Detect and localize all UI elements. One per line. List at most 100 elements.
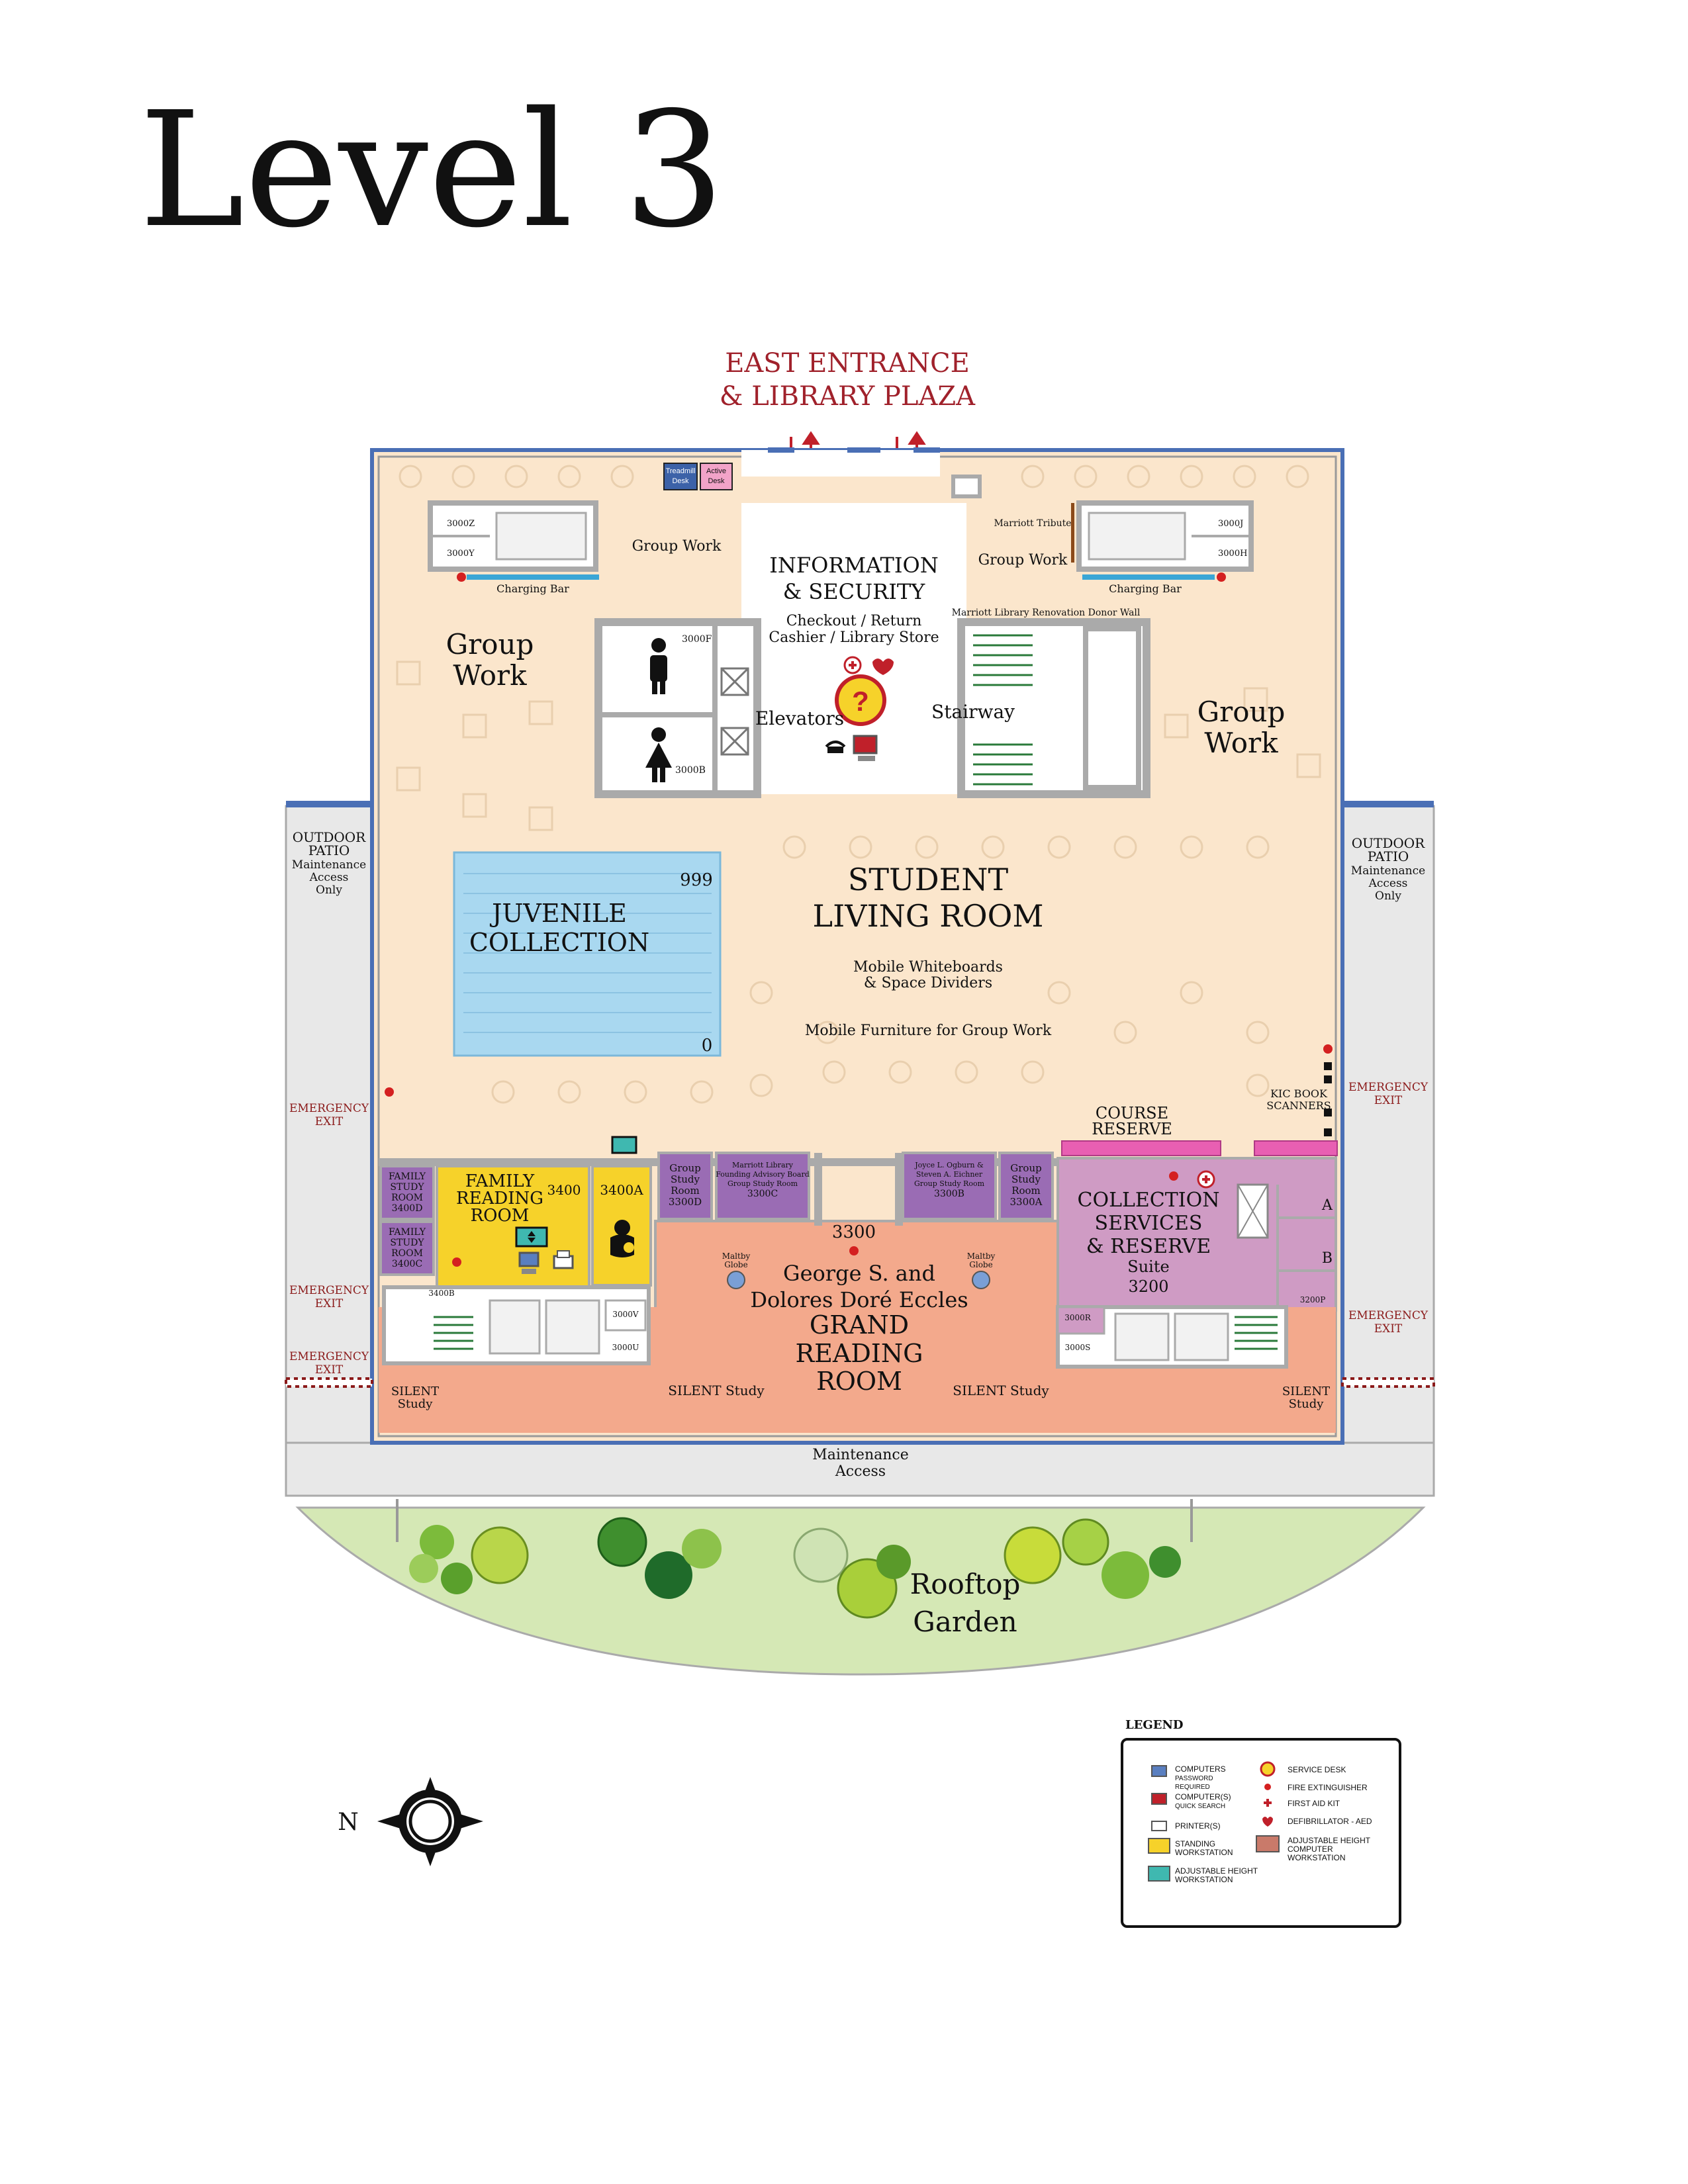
exit-walkways — [285, 1377, 1435, 1388]
juvenile-label-1: JUVENILE — [489, 899, 627, 928]
svg-text:Study: Study — [671, 1173, 700, 1185]
svg-text:Marriott Library: Marriott Library — [732, 1161, 794, 1169]
family-reading-2: READING — [456, 1189, 543, 1208]
svg-text:WORKSTATION: WORKSTATION — [1175, 1875, 1233, 1884]
compass-north-label: N — [338, 1809, 359, 1836]
fire-extinguisher-icon — [385, 1087, 394, 1097]
course-reserve-2: RESERVE — [1092, 1120, 1172, 1138]
maintenance-access-1: Maintenance — [812, 1447, 909, 1463]
first-aid-kit-icon — [843, 656, 862, 674]
svg-text:EMERGENCY: EMERGENCY — [1348, 1309, 1429, 1322]
svg-text:Study: Study — [1011, 1173, 1041, 1185]
room-3000f: 3000F — [682, 634, 712, 645]
family-reading-1: FAMILY — [465, 1171, 535, 1191]
compass-icon — [377, 1777, 483, 1866]
svg-text:SERVICE DESK: SERVICE DESK — [1288, 1765, 1346, 1774]
room-3000r: 3000R — [1064, 1313, 1092, 1322]
stairway-label: Stairway — [931, 701, 1015, 723]
svg-text:ROOM: ROOM — [391, 1248, 423, 1259]
svg-text:?: ? — [852, 686, 869, 717]
grand-5: ROOM — [816, 1367, 902, 1396]
family-reading-room — [436, 1165, 590, 1300]
svg-text:PRINTER(S): PRINTER(S) — [1175, 1821, 1221, 1831]
charging-bar-left-label: Charging Bar — [496, 582, 569, 595]
kic-scanners-2: SCANNERS — [1266, 1099, 1331, 1112]
room-3400b: 3400B — [428, 1289, 455, 1298]
collection-services-5: 3200 — [1128, 1277, 1168, 1296]
silent-study-center-right: SILENT Study — [953, 1383, 1049, 1398]
svg-text:WORKSTATION: WORKSTATION — [1288, 1853, 1346, 1862]
garden-trees — [409, 1517, 1181, 1619]
phone-icon — [825, 741, 846, 753]
svg-text:ADJUSTABLE HEIGHT: ADJUSTABLE HEIGHT — [1175, 1866, 1258, 1876]
fire-extinguisher-icon — [457, 572, 466, 582]
outdoor-patio-left-3: Maintenance — [292, 858, 366, 872]
emergency-exit-left-1: EMERGENCY EXIT — [289, 1102, 369, 1128]
grand-3: GRAND — [810, 1310, 909, 1340]
room-3000h: 3000H — [1218, 549, 1247, 559]
juvenile-range-top: 999 — [680, 870, 713, 890]
svg-text:Room: Room — [671, 1185, 700, 1197]
info-line-2: Cashier / Library Store — [769, 629, 939, 646]
svg-text:WORKSTATION: WORKSTATION — [1175, 1848, 1233, 1857]
info-title-1: INFORMATION — [769, 553, 939, 578]
legend-standing-workstation: STANDING WORKSTATION — [1148, 1838, 1233, 1857]
svg-text:FIRST AID KIT: FIRST AID KIT — [1288, 1799, 1340, 1808]
svg-text:EXIT: EXIT — [1374, 1322, 1403, 1336]
entrance-line-2: & LIBRARY PLAZA — [720, 381, 976, 412]
legend-box — [1121, 1738, 1401, 1928]
furniture-pattern — [396, 465, 1321, 1104]
maltby-globe-right: Maltby Globe — [967, 1251, 996, 1289]
lower-left-stairs — [434, 1316, 473, 1350]
computer-quick-search-icon — [853, 735, 878, 761]
room-3000s: 3000S — [1065, 1343, 1091, 1352]
svg-text:3300B: 3300B — [934, 1189, 964, 1199]
outdoor-patio-right-4: Access — [1368, 877, 1408, 890]
fire-extinguisher-icon — [1217, 572, 1226, 582]
legend-service-desk: SERVICE DESK — [1260, 1761, 1346, 1777]
grand-4: READING — [796, 1339, 923, 1368]
course-reserve-shelf-2 — [1254, 1140, 1338, 1156]
fire-extinguisher-icon — [849, 1246, 859, 1255]
defibrillator-icon — [872, 659, 894, 675]
legend-title: LEGEND — [1125, 1718, 1184, 1732]
group-work-small-left: Group Work — [632, 538, 722, 555]
nursing-room-icon — [610, 1220, 634, 1257]
grand-1: George S. and — [783, 1261, 935, 1286]
outdoor-patio-left-2: PATIO — [308, 842, 350, 858]
service-desk-icon: ? — [835, 674, 886, 726]
emergency-exit-left-3: EMERGENCY EXIT — [289, 1350, 369, 1377]
marriott-tribute-label: Marriott Tribute — [994, 518, 1071, 529]
maltby-globe-left: Maltby Globe — [722, 1251, 751, 1289]
donor-wall-label: Marriott Library Renovation Donor Wall — [952, 608, 1141, 618]
svg-text:Maltby: Maltby — [967, 1251, 996, 1261]
legend-first-aid-kit: FIRST AID KIT — [1264, 1799, 1340, 1808]
family-study-room-3400c — [379, 1220, 435, 1276]
svg-text:COMPUTER(S): COMPUTER(S) — [1175, 1792, 1231, 1801]
marriott-tribute-wall — [1071, 503, 1074, 563]
page-title: Level 3 — [139, 77, 725, 263]
outdoor-patio-left-1: OUTDOOR — [293, 829, 366, 845]
svg-text:EMERGENCY: EMERGENCY — [1348, 1081, 1429, 1094]
svg-text:EMERGENCY: EMERGENCY — [289, 1102, 369, 1115]
elevators-shafts — [720, 667, 749, 756]
legend-computer-quick-search: COMPUTER(S) QUICK SEARCH — [1151, 1792, 1231, 1810]
svg-text:Founding Advisory Board: Founding Advisory Board — [716, 1170, 810, 1179]
info-title-2: & SECURITY — [783, 579, 925, 604]
elevators-label: Elevators — [755, 707, 844, 729]
room-3000y: 3000Y — [447, 549, 475, 559]
kic-scanners-1: KIC BOOK — [1270, 1087, 1328, 1100]
svg-text:3400C: 3400C — [392, 1259, 422, 1269]
rooftop-garden-2: Garden — [913, 1606, 1017, 1638]
student-living-room-1: STUDENT — [848, 862, 1009, 897]
svg-text:STANDING: STANDING — [1175, 1839, 1215, 1848]
svg-text:COMPUTER: COMPUTER — [1288, 1844, 1333, 1854]
svg-text:EXIT: EXIT — [1374, 1094, 1403, 1107]
svg-text:Globe: Globe — [969, 1260, 992, 1269]
svg-text:3400D: 3400D — [392, 1203, 423, 1214]
svg-text:FAMILY: FAMILY — [389, 1227, 426, 1238]
legend-adjustable-workstation: ADJUSTABLE HEIGHT WORKSTATION — [1148, 1866, 1258, 1884]
silent-study-east-1: SILENT — [1282, 1385, 1330, 1398]
suite-a: A — [1321, 1197, 1333, 1214]
